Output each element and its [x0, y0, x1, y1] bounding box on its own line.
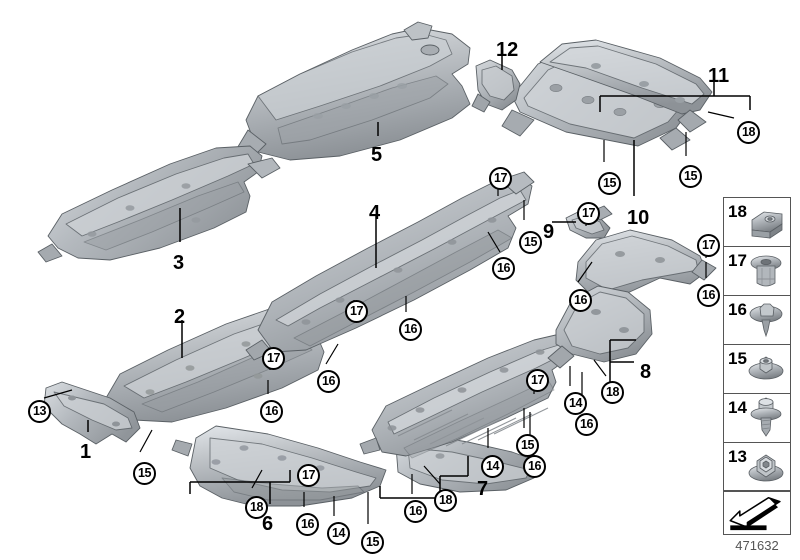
callout-16: 16 — [260, 400, 283, 423]
callout-13: 13 — [28, 400, 51, 423]
clip-nut-icon — [751, 211, 783, 239]
part-12-shape — [471, 59, 521, 113]
legend-item-18: 18 — [723, 197, 791, 246]
callout-15: 15 — [519, 231, 542, 254]
legend-number-17: 17 — [728, 251, 747, 270]
callout-16: 16 — [492, 257, 515, 280]
callout-17: 17 — [577, 202, 600, 225]
part-7-shape — [359, 333, 573, 459]
legend-item-16: 16 — [723, 295, 791, 344]
callout-18: 18 — [601, 381, 624, 404]
callout-17: 17 — [297, 464, 320, 487]
part-number-12: 12 — [496, 39, 519, 61]
direction-arrow-box — [723, 491, 791, 535]
callout-14: 14 — [327, 522, 350, 545]
part-number-2: 2 — [174, 306, 186, 328]
diagram-number: 471632 — [735, 538, 779, 553]
part-number-6: 6 — [262, 513, 274, 535]
part-number-4: 4 — [369, 202, 381, 224]
part-number-5: 5 — [371, 144, 383, 166]
part-number-8: 8 — [640, 361, 652, 383]
legend-item-13: 13 — [723, 442, 791, 491]
callout-16: 16 — [296, 513, 319, 536]
callout-16: 16 — [404, 500, 427, 523]
callout-16: 16 — [697, 284, 720, 307]
legend-number-14: 14 — [728, 398, 747, 417]
expanding-rivet-icon — [750, 255, 782, 287]
push-pin-clip-icon — [749, 303, 783, 338]
washer-nut-icon — [748, 356, 784, 380]
direction-arrow-icon — [729, 496, 781, 531]
callout-16: 16 — [399, 318, 422, 341]
legend-item-15: 15 — [723, 344, 791, 393]
part-number-7: 7 — [477, 478, 489, 500]
part-number-10: 10 — [627, 207, 650, 229]
callout-16: 16 — [569, 289, 592, 312]
callout-18: 18 — [737, 121, 760, 144]
callout-17: 17 — [697, 234, 720, 257]
part-5-shape — [235, 21, 471, 161]
part-1-shape — [43, 381, 141, 445]
callout-18: 18 — [434, 489, 457, 512]
part-number-9: 9 — [543, 221, 555, 243]
callout-16: 16 — [523, 455, 546, 478]
callout-18: 18 — [245, 496, 268, 519]
callout-17: 17 — [526, 369, 549, 392]
callout-15: 15 — [516, 434, 539, 457]
legend-number-13: 13 — [728, 447, 747, 466]
callout-16: 16 — [575, 413, 598, 436]
callout-15: 15 — [679, 165, 702, 188]
callout-14: 14 — [564, 392, 587, 415]
callout-16: 16 — [317, 370, 340, 393]
callout-15: 15 — [133, 462, 156, 485]
part-number-11: 11 — [708, 65, 730, 87]
callout-15: 15 — [598, 172, 621, 195]
legend-item-14: 14 — [723, 393, 791, 442]
callout-14: 14 — [481, 455, 504, 478]
part-4-shape — [245, 171, 535, 361]
callout-17: 17 — [489, 167, 512, 190]
callout-15: 15 — [361, 531, 384, 554]
legend-item-17: 17 — [723, 246, 791, 295]
callout-17: 17 — [262, 347, 285, 370]
callout-17: 17 — [345, 300, 368, 323]
fastener-legend: 18 17 — [723, 197, 791, 491]
legend-number-15: 15 — [728, 349, 747, 368]
part-number-3: 3 — [173, 252, 185, 274]
hex-screw-washer-icon — [750, 397, 782, 437]
part-3-shape — [37, 145, 281, 263]
part-number-1: 1 — [80, 441, 92, 463]
legend-number-18: 18 — [728, 202, 747, 221]
legend-number-16: 16 — [728, 300, 747, 319]
hex-flange-nut-icon — [748, 454, 784, 482]
